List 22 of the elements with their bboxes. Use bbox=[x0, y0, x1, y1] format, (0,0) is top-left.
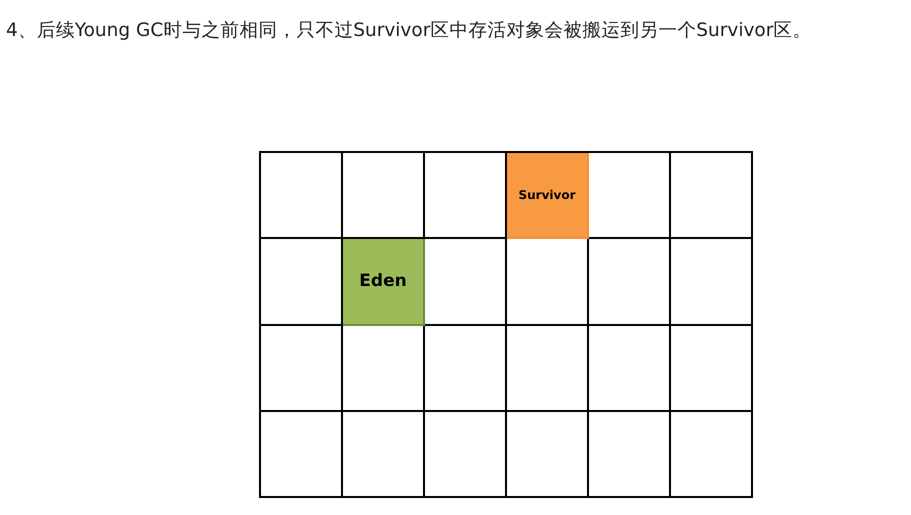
region-label: Survivor bbox=[518, 187, 576, 204]
empty-cell bbox=[589, 239, 671, 326]
empty-cell bbox=[261, 153, 343, 240]
empty-cell bbox=[671, 153, 753, 240]
empty-cell bbox=[425, 239, 507, 326]
empty-cell bbox=[425, 412, 507, 498]
empty-cell bbox=[425, 326, 507, 412]
empty-cell bbox=[507, 326, 589, 412]
empty-cell bbox=[507, 412, 589, 498]
empty-cell bbox=[671, 412, 753, 498]
empty-cell bbox=[261, 412, 343, 498]
region-label: Eden bbox=[359, 270, 407, 293]
empty-cell bbox=[589, 412, 671, 498]
empty-cell bbox=[589, 153, 671, 240]
survivor-region bbox=[507, 153, 589, 240]
empty-cell bbox=[589, 326, 671, 412]
empty-cell bbox=[671, 326, 753, 412]
empty-cell bbox=[671, 239, 753, 326]
eden-region bbox=[343, 239, 425, 326]
heading: 4、后续Young GC时与之前相同，只不过Survivor区中存活对象会被搬运到另一个Survivor区。 bbox=[6, 19, 812, 43]
empty-cell bbox=[343, 412, 425, 498]
empty-cell bbox=[261, 326, 343, 412]
